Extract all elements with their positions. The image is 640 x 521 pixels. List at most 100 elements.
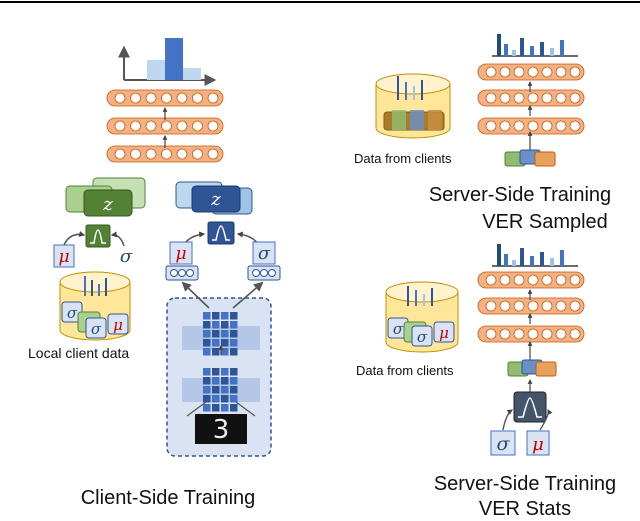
neuron <box>541 120 553 132</box>
neuron <box>569 300 581 312</box>
client-side-training-label: Client-Side Training <box>81 487 256 509</box>
encoder-box: 3 <box>166 297 272 457</box>
neuron <box>207 120 219 132</box>
feature-cell <box>230 377 238 385</box>
feature-cell <box>212 386 220 394</box>
neuron <box>527 274 539 286</box>
neuron <box>555 274 567 286</box>
feature-cell <box>212 339 220 347</box>
feature-cell <box>221 377 229 385</box>
neuron <box>499 120 511 132</box>
feature-cell <box>212 330 220 338</box>
feature-cell <box>212 377 220 385</box>
feature-cell <box>203 321 211 329</box>
svg-text:μ: μ <box>175 244 186 264</box>
neuron <box>499 92 511 104</box>
data-from-clients-bottom-label: Data from clients <box>356 363 454 378</box>
neuron <box>485 66 497 78</box>
feature-cell <box>230 321 238 329</box>
server-bottom-database-cylinder-icon: σ σ μ <box>385 281 459 353</box>
server-sampled-title-line1: Server-Side Training <box>429 184 611 206</box>
feature-cell <box>203 368 211 376</box>
svg-text:σ: σ <box>258 243 271 264</box>
neuron <box>527 92 539 104</box>
stats-to-gaussian-arrows <box>502 408 553 431</box>
neuron <box>499 66 511 78</box>
neuron <box>527 328 539 340</box>
neuron <box>145 120 157 132</box>
encoder-mu-box: μ <box>169 241 193 265</box>
feature-cell <box>212 321 220 329</box>
svg-text:σ: σ <box>91 320 102 338</box>
encoder-mu-vector <box>165 265 199 281</box>
neuron <box>541 274 553 286</box>
neuron <box>207 148 219 160</box>
neuron <box>499 328 511 340</box>
feature-cell <box>230 404 238 412</box>
neuron <box>114 148 126 160</box>
svg-text:z: z <box>210 189 221 210</box>
server-sigma-box: σ <box>490 430 516 456</box>
feature-cell <box>230 386 238 394</box>
server-mu-box: μ <box>526 430 550 456</box>
data-from-clients-top-label: Data from clients <box>354 151 452 166</box>
server-top-sampled-cards <box>504 149 556 167</box>
server-top-network-layers <box>477 63 585 135</box>
svg-text:μ: μ <box>58 247 69 267</box>
server-bottom-network-layers <box>477 271 585 343</box>
neuron <box>569 66 581 78</box>
svg-text:σ: σ <box>393 320 404 338</box>
neuron <box>513 328 525 340</box>
neuron <box>176 92 188 104</box>
neuron <box>485 92 497 104</box>
server-top-database-cylinder-icon <box>375 73 451 139</box>
encoder-feature-grid-bottom <box>203 368 238 412</box>
server-stats-title-line1: Server-Side Training <box>434 473 616 495</box>
feature-cell <box>230 368 238 376</box>
feature-cell <box>230 395 238 403</box>
feature-cell <box>221 395 229 403</box>
neuron <box>569 120 581 132</box>
blue-latent-card-icon: z <box>175 181 253 215</box>
neuron <box>192 148 203 160</box>
neuron <box>569 274 581 286</box>
feature-cell <box>221 404 229 412</box>
neuron <box>555 300 567 312</box>
neuron <box>161 92 172 104</box>
neuron <box>541 328 553 340</box>
feature-cell <box>203 386 211 394</box>
server-bottom-sampled-cards <box>507 359 557 377</box>
client-network-layers <box>106 89 224 163</box>
feature-cell <box>203 377 211 385</box>
neuron <box>145 92 157 104</box>
feature-cell <box>203 348 211 356</box>
neuron <box>192 120 203 132</box>
neuron <box>541 300 553 312</box>
encoder-sigma-vector <box>247 265 281 281</box>
server-bottom-output-histogram-icon <box>492 244 578 267</box>
neuron <box>114 92 126 104</box>
neuron <box>145 148 157 160</box>
feature-cell <box>212 348 220 356</box>
feature-cell <box>203 330 211 338</box>
neuron <box>192 92 203 104</box>
neuron <box>499 300 511 312</box>
server-top-output-histogram-icon <box>492 34 578 57</box>
neuron <box>513 66 525 78</box>
feature-cell <box>203 339 211 347</box>
svg-text:σ: σ <box>497 433 511 455</box>
feature-cell <box>221 312 229 320</box>
neuron <box>130 92 141 104</box>
local-client-data-label: Local client data <box>28 345 129 361</box>
neuron <box>513 274 525 286</box>
feature-cell <box>230 330 238 338</box>
svg-text:μ: μ <box>113 316 123 334</box>
neuron <box>130 148 141 160</box>
feature-cell <box>221 339 229 347</box>
feature-cell <box>203 404 211 412</box>
feature-cell <box>221 386 229 394</box>
svg-text:σ: σ <box>67 304 78 322</box>
feature-cell <box>230 339 238 347</box>
client-sigma-box: σ <box>120 246 133 267</box>
